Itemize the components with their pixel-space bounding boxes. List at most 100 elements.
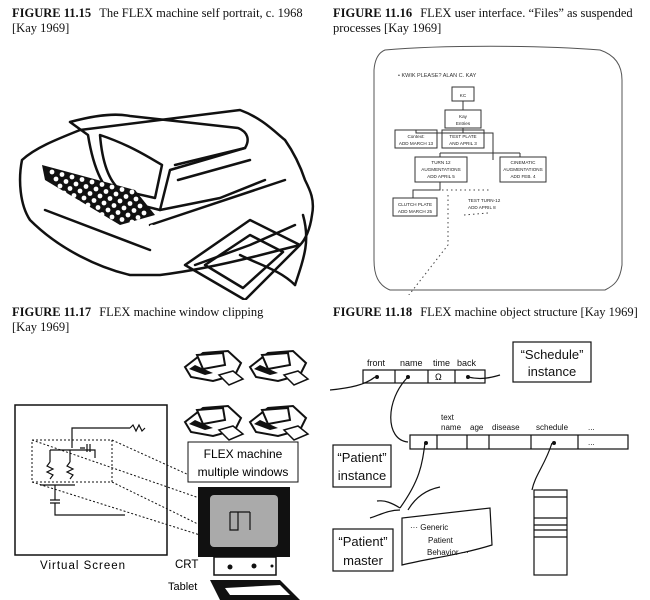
node-context-label: Context: xyxy=(407,134,424,139)
virtual-screen-box xyxy=(14,404,168,556)
field-front: front xyxy=(367,358,386,368)
node-cinematic xyxy=(499,156,547,183)
stylus xyxy=(238,253,297,287)
mini-machine-icon xyxy=(248,404,310,441)
flex-label-line1: FLEX machine xyxy=(204,447,283,461)
key xyxy=(69,174,75,180)
node-turn12-label: ADD APRIL 5 xyxy=(427,174,455,179)
key xyxy=(89,179,95,185)
caption-citation: [Kay 1969] xyxy=(12,21,70,35)
key xyxy=(135,215,141,220)
key xyxy=(121,205,127,211)
key xyxy=(131,208,137,213)
mini-machine-icon xyxy=(183,404,245,441)
key xyxy=(77,188,83,194)
patient-master-box xyxy=(332,528,394,572)
flex-label-box xyxy=(187,441,299,483)
crt-label: CRT xyxy=(175,559,198,571)
field-schedule: schedule xyxy=(536,423,569,432)
field-name: name xyxy=(441,423,462,432)
key xyxy=(123,194,129,199)
flex-machine-illustration xyxy=(18,108,315,300)
key xyxy=(139,222,145,227)
patient-instance-box xyxy=(332,444,392,488)
node-test-turn-label: TEST TURN-12 xyxy=(468,198,501,203)
mini-machine-icon xyxy=(248,349,310,386)
key xyxy=(117,198,123,204)
crt-base xyxy=(213,556,277,576)
object-structure-diagram: front name time back Ω “Schedule” instan… xyxy=(330,341,629,576)
key xyxy=(103,189,109,194)
flex-ui-screen: • KWIK PLEASE? ALAN C. KAY KC Kay Entrie… xyxy=(373,45,623,295)
key xyxy=(101,200,107,206)
caption-text: FLEX user interface. “Files” as suspende… xyxy=(420,6,633,20)
keyboard xyxy=(42,165,155,230)
key xyxy=(97,193,103,199)
schedule-box-line2: instance xyxy=(528,364,576,379)
node-cinematic-label: AUGMENTATIONS xyxy=(503,167,542,172)
key xyxy=(107,196,113,201)
key xyxy=(109,214,115,220)
patient-master-line2: master xyxy=(343,553,383,568)
key xyxy=(71,193,77,198)
figure-number: FIGURE 11.17 xyxy=(12,305,92,319)
field-disease: disease xyxy=(492,423,520,432)
node-clutch-label: CLUTCH PLATE xyxy=(398,202,432,207)
key xyxy=(81,195,87,201)
field-back: back xyxy=(457,358,477,368)
behavior-line2: Patient xyxy=(428,536,454,545)
figure-number: FIGURE 11.15 xyxy=(12,6,92,20)
node-entries-label: Kay xyxy=(459,114,468,119)
node-test-plate-label: AND APRIL 3 xyxy=(449,141,477,146)
key xyxy=(49,169,55,175)
node-cinematic-label: ADD FEB. 4 xyxy=(510,174,535,179)
key xyxy=(119,187,125,192)
key xyxy=(129,189,135,195)
patient-master-line1: “Patient” xyxy=(338,534,387,549)
node-clutch-label: ADD MARCH 25 xyxy=(398,209,433,214)
mini-machine-icon xyxy=(183,349,245,386)
node-turn12-label: TURN 12 xyxy=(431,160,451,165)
time-symbol-icon: Ω xyxy=(435,372,442,382)
field-age: age xyxy=(470,423,484,432)
crt-screen xyxy=(210,495,278,547)
monitor-screen xyxy=(98,133,164,200)
key xyxy=(79,177,85,182)
node-kc-label: KC xyxy=(460,93,467,98)
key xyxy=(115,210,121,215)
caption-text: The FLEX machine self portrait, c. 1968 xyxy=(99,6,303,20)
schedule-stack xyxy=(533,489,568,576)
key xyxy=(69,204,75,210)
key xyxy=(65,197,71,203)
key xyxy=(57,183,63,189)
key xyxy=(83,184,89,189)
node-entries-label: Entries xyxy=(456,121,471,126)
key xyxy=(141,210,147,216)
behavior-line3: Behavior ··· xyxy=(427,548,469,557)
caption-figure-11-18: FIGURE 11.18 FLEX machine object structur… xyxy=(333,305,638,320)
flex-label-line2: multiple windows xyxy=(198,465,289,479)
field-text: text xyxy=(441,413,455,422)
node-turn12 xyxy=(414,156,468,183)
machine-body xyxy=(18,108,315,277)
mini-machines xyxy=(183,349,310,441)
key xyxy=(137,203,143,209)
key xyxy=(111,203,117,208)
key xyxy=(79,207,85,212)
key xyxy=(109,184,115,190)
node-turn12-label: AUGMENTATIONS xyxy=(421,167,460,172)
schedule-record xyxy=(362,369,486,384)
field-name: name xyxy=(400,358,423,368)
tablet-label: Tablet xyxy=(168,581,197,593)
tablet xyxy=(183,218,302,300)
key xyxy=(93,186,99,192)
caption-text: FLEX machine object structure [Kay 1969] xyxy=(420,305,638,319)
field-time: time xyxy=(433,358,450,368)
key xyxy=(85,202,91,208)
screen-header: • KWIK PLEASE? ALAN C. KAY xyxy=(398,73,477,79)
virtual-screen-label: Virtual Screen xyxy=(40,560,126,572)
key xyxy=(125,212,131,218)
screen-frame xyxy=(373,45,623,291)
figure-number: FIGURE 11.18 xyxy=(333,305,413,319)
